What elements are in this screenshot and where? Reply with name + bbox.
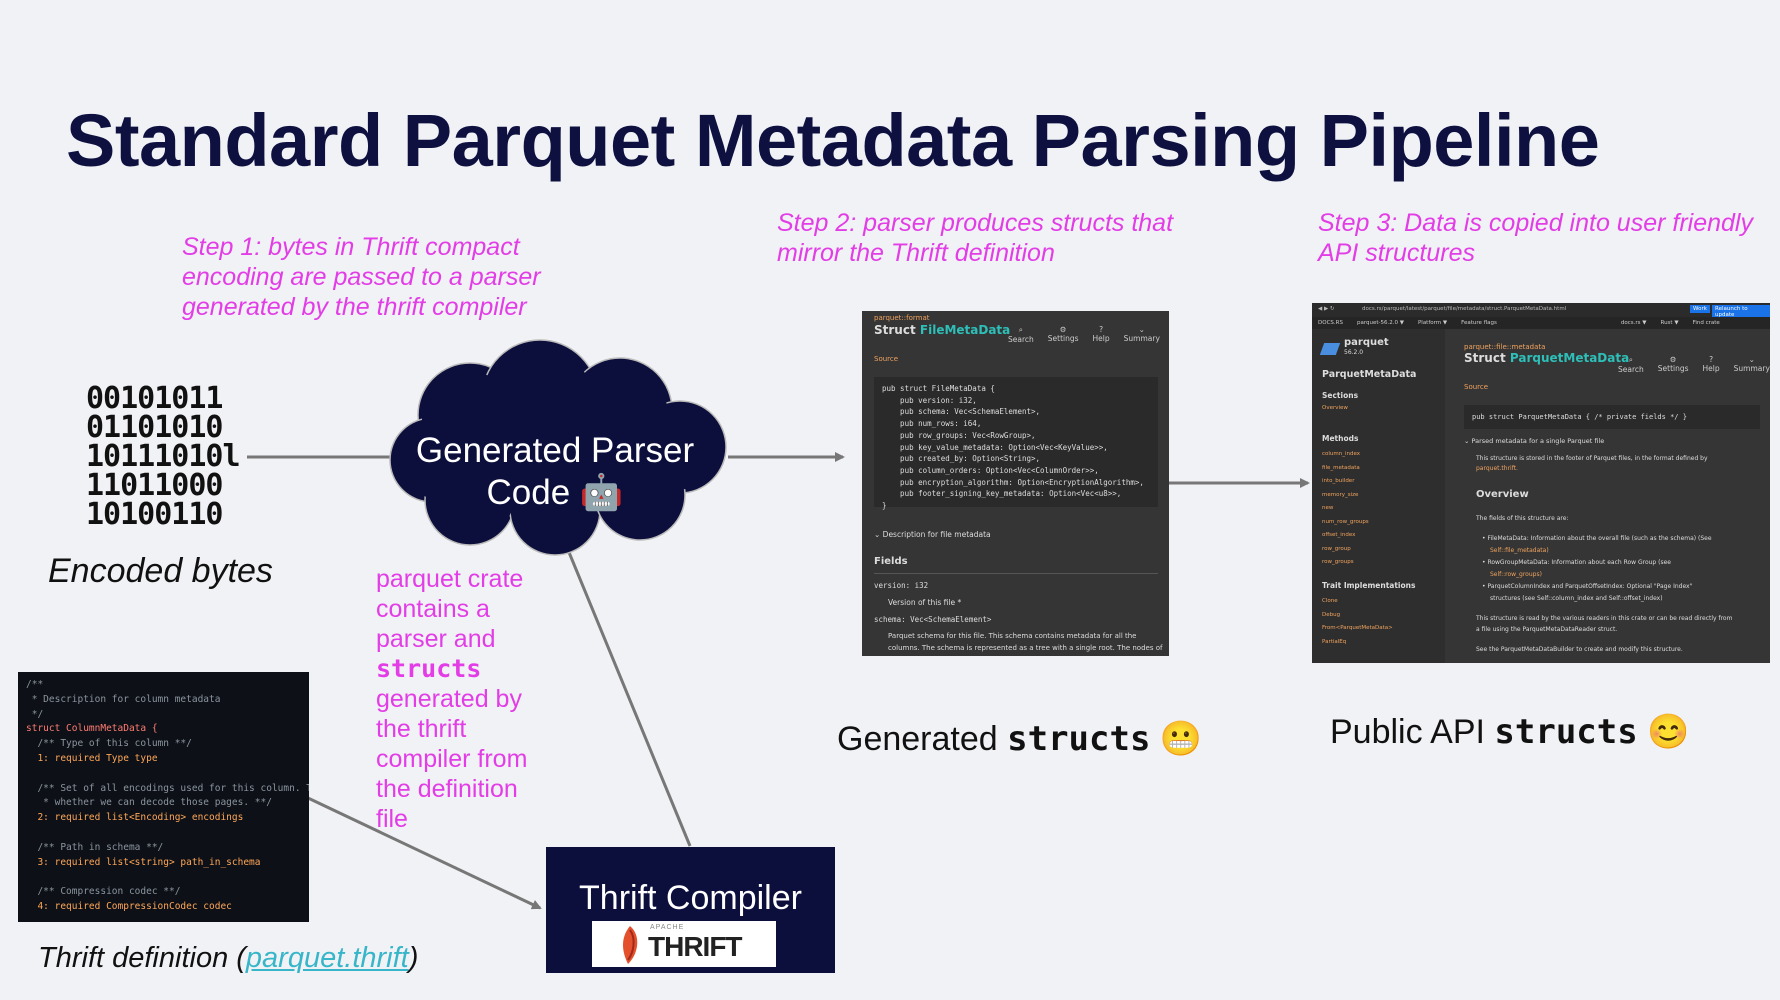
encoded-bytes-graphic: 00101011 01101010 10111010l 11011000 101… [86,381,241,532]
encoded-bytes-caption: Encoded bytes [48,552,273,590]
robot-icon: 🤖 [579,473,624,512]
parquet-logo-icon [1319,343,1341,355]
public-api-structs-caption: Public API structs 😊 [1330,712,1690,752]
browser-address-bar: ◀ ▶ ↻ docs.rs/parquet/latest/parquet/fil… [1312,303,1770,319]
thrift-feather-icon [623,926,638,964]
api-doc-toolbar: ⌕Search ⚙Settings ?Help ⌄Summary [1618,355,1770,374]
grimacing-face-icon: 😬 [1159,720,1203,758]
arrow-definition-to-compiler [307,796,542,910]
gear-icon: ⚙ [1059,325,1067,334]
public-api-doc: ◀ ▶ ↻ docs.rs/parquet/latest/parquet/fil… [1312,303,1770,663]
thrift-definition-caption: Thrift definition (parquet.thrift) [38,942,419,974]
thrift-definition-code: /** * Description for column metadata */… [18,672,309,922]
generated-doc-toolbar: ⌕Search ⚙Settings ?Help ⌄Summary [1008,325,1160,344]
arrow-compiler-to-parser [564,543,692,847]
help-icon: ? [1709,355,1714,364]
gear-icon: ⚙ [1669,355,1677,364]
parser-cloud: Generated Parser Code 🤖 [415,431,695,512]
parquet-crate-note: parquet crate contains a parser and stru… [376,565,528,833]
apache-thrift-logo: APACHE THRIFT [592,921,776,967]
summary-icon: ⌄ [1138,325,1145,334]
summary-icon: ⌄ [1748,355,1755,364]
api-doc-sidebar: parquet 56.2.0 ParquetMetaData Sections … [1312,329,1445,663]
parquet-thrift-link[interactable]: parquet.thrift [245,942,409,974]
generated-structs-caption: Generated structs 😬 [837,719,1203,759]
help-icon: ? [1099,325,1104,334]
thrift-compiler-box: Thrift Compiler APACHE THRIFT [546,847,835,973]
search-icon: ⌕ [1628,355,1633,364]
generated-struct-doc: parquet::format Struct FileMetaData Sour… [862,311,1169,656]
thrift-compiler-label: Thrift Compiler [579,879,802,917]
generated-struct-code: pub struct FileMetaData { pub version: i… [874,377,1158,510]
slide-title: Standard Parquet Metadata Parsing Pipeli… [66,99,1600,182]
step-3-caption: Step 3: Data is copied into user friendl… [1318,209,1753,267]
search-icon: ⌕ [1018,325,1023,334]
smiling-face-icon: 😊 [1647,713,1690,751]
